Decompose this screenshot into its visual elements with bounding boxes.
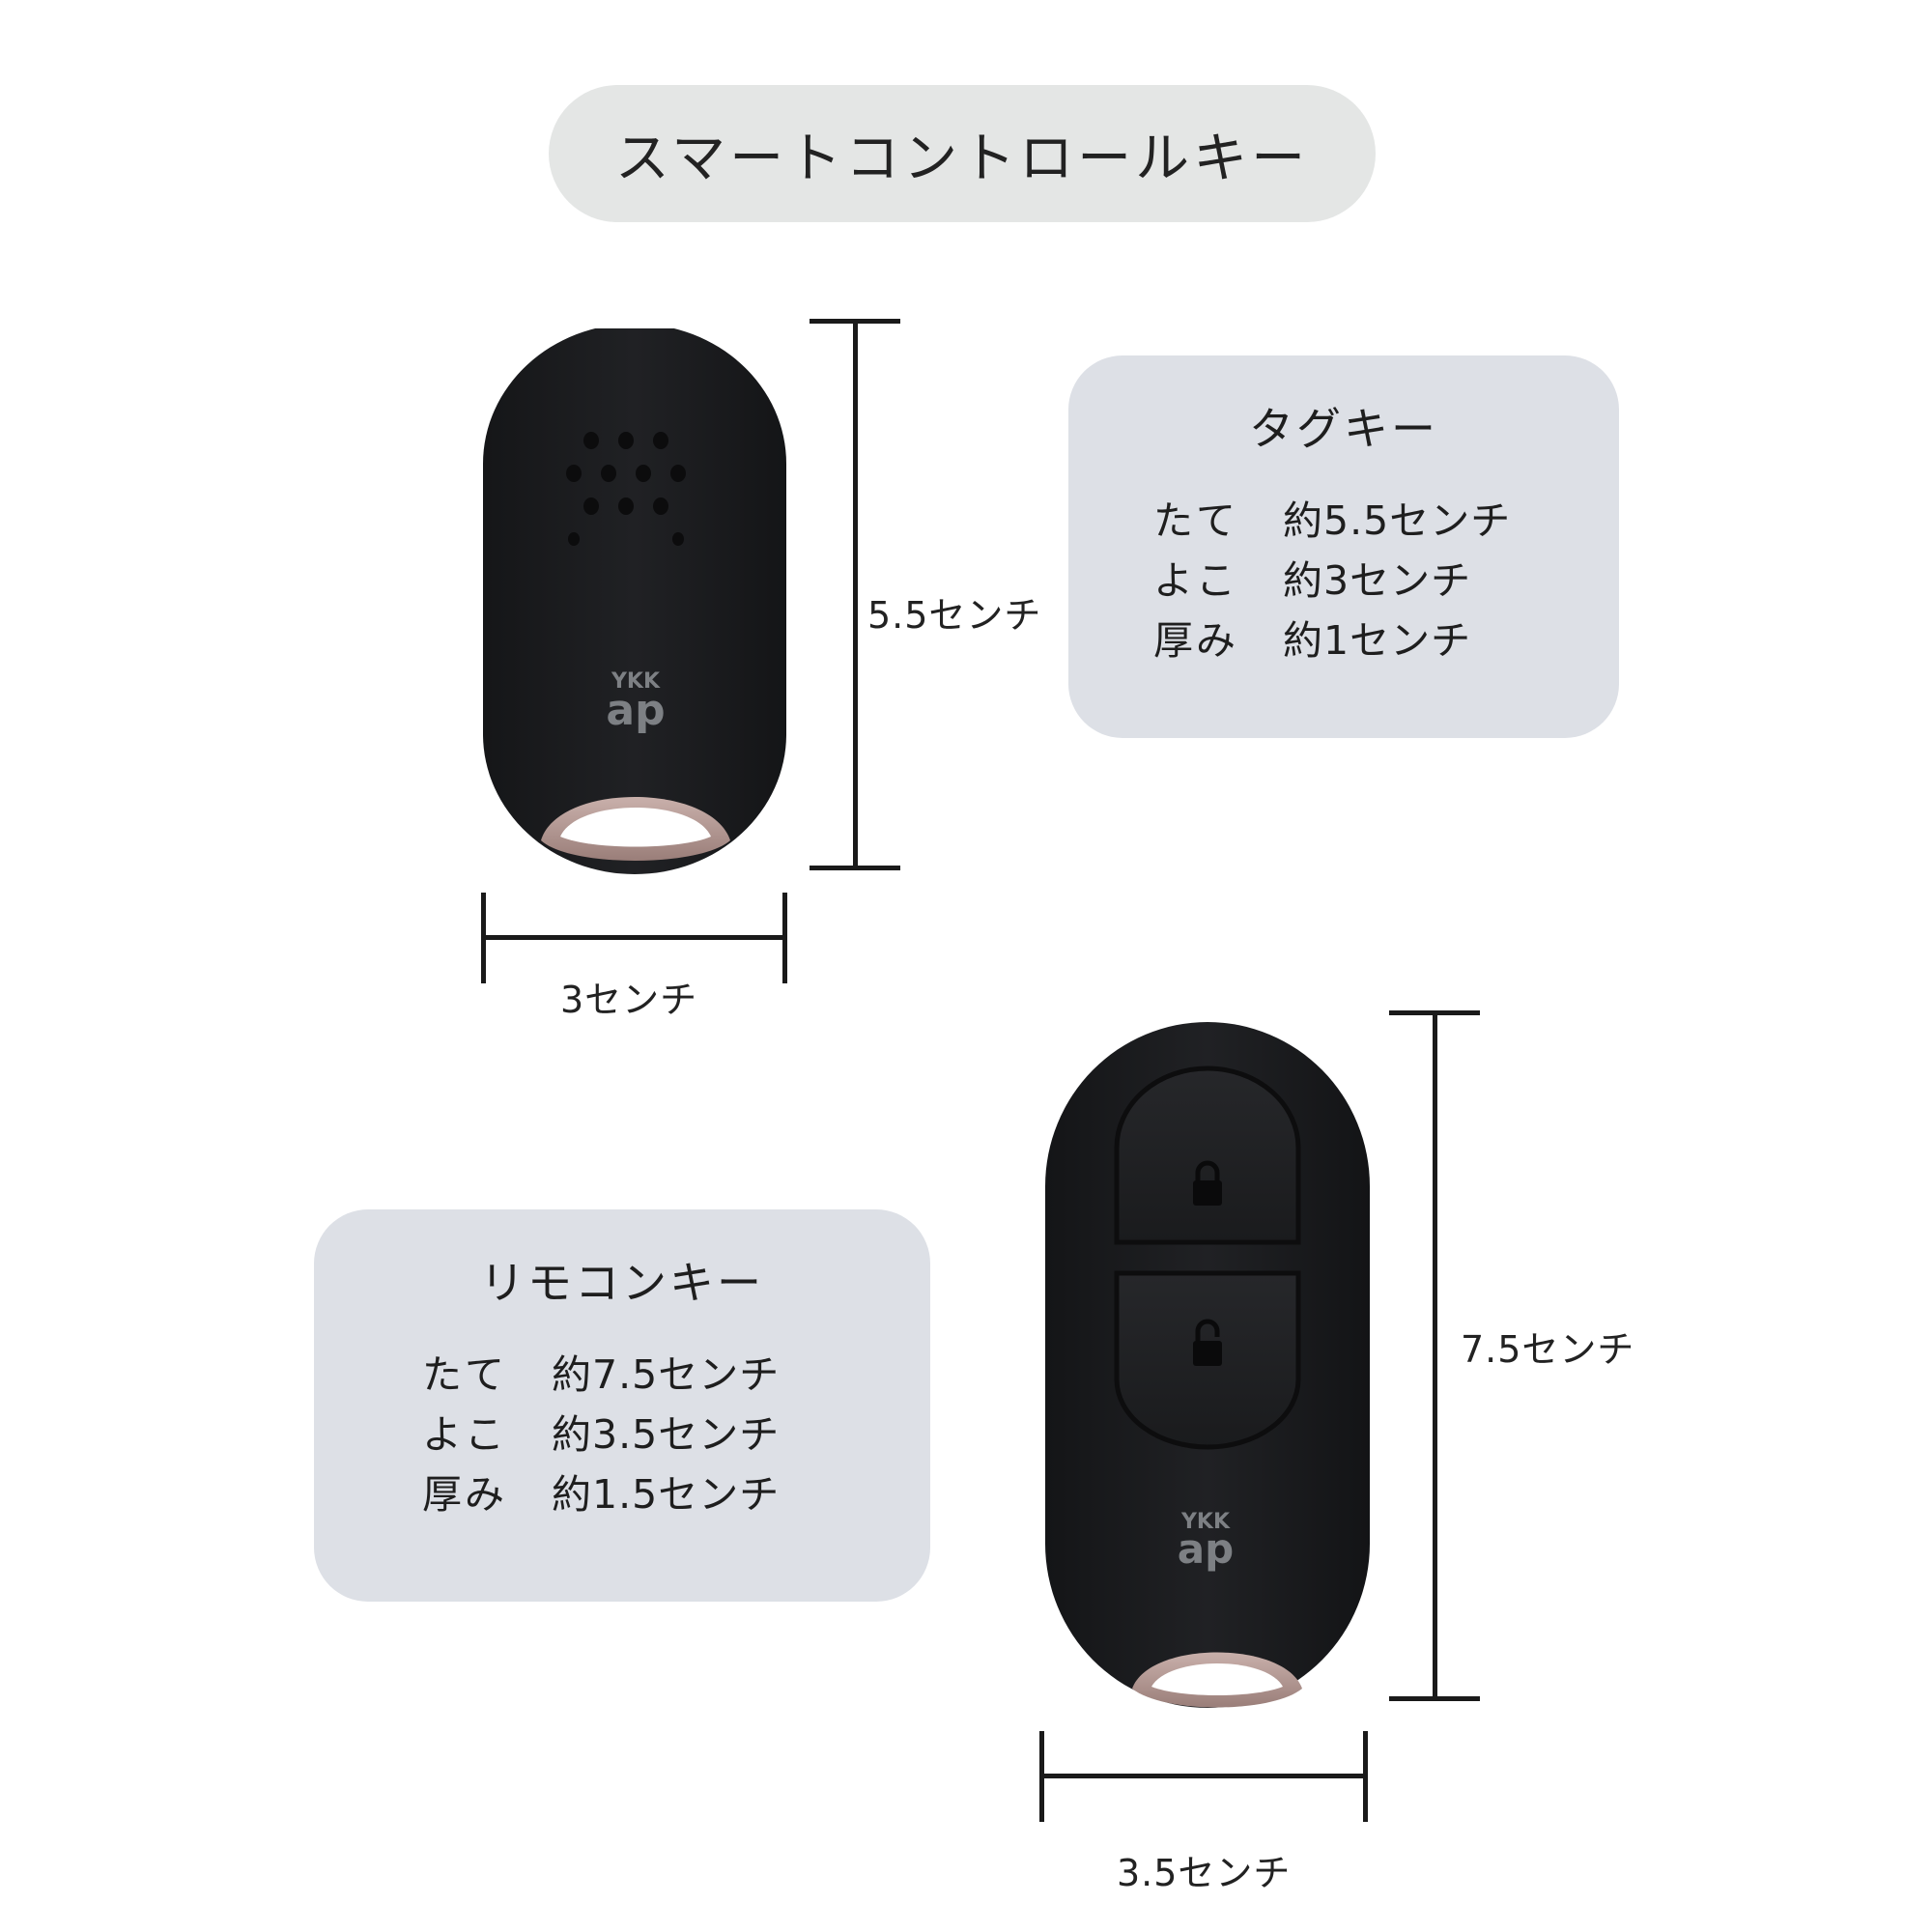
remote-logo-ykk: YKK xyxy=(1180,1510,1231,1534)
spec-row: 厚み 約1センチ xyxy=(1068,611,1619,670)
unlock-icon xyxy=(1193,1319,1222,1366)
remote-width-cap-right xyxy=(1363,1731,1368,1822)
tag-height-line xyxy=(853,319,858,869)
spec-label: 厚み xyxy=(422,1471,507,1518)
spec-row: たて 約7.5センチ xyxy=(314,1345,930,1405)
tag-key-card: タグキー たて 約5.5センチ よこ 約3センチ 厚み 約1センチ xyxy=(1068,355,1619,738)
remote-width-cap-left xyxy=(1039,1731,1044,1822)
spec-row: たて 約5.5センチ xyxy=(1068,491,1619,551)
spec-label: たて xyxy=(422,1351,507,1398)
speaker-holes xyxy=(566,432,686,546)
tag-width-cap-left xyxy=(481,893,486,983)
remote-width-line xyxy=(1039,1774,1368,1778)
remote-height-line xyxy=(1433,1010,1437,1700)
tag-key-image: YKK ap xyxy=(483,328,786,874)
tag-width-cap-right xyxy=(782,893,787,983)
spec-label: よこ xyxy=(422,1411,507,1458)
tag-key-title: タグキー xyxy=(1249,403,1438,455)
tag-width-label: 3センチ xyxy=(560,979,698,1021)
remote-logo-ap: ap xyxy=(1178,1525,1234,1573)
remote-key-image: YKK ap xyxy=(1045,1022,1370,1708)
page-title: スマートコントロールキー xyxy=(614,127,1310,190)
unlock-button xyxy=(1114,1270,1301,1450)
tag-height-cap-top xyxy=(810,319,900,324)
spec-row: 厚み 約1.5センチ xyxy=(314,1464,930,1524)
tag-logo-ykk: YKK xyxy=(611,669,661,694)
remote-key-title: リモコンキー xyxy=(480,1257,764,1309)
tag-logo-ap: ap xyxy=(606,686,665,735)
spec-value: 約1センチ xyxy=(1283,617,1472,664)
spec-row: よこ 約3.5センチ xyxy=(314,1405,930,1464)
remote-height-cap-top xyxy=(1389,1010,1480,1015)
spec-label: たて xyxy=(1153,497,1238,544)
tag-width-line xyxy=(481,935,786,940)
tag-height-label: 5.5センチ xyxy=(867,594,1042,637)
spec-value: 約1.5センチ xyxy=(552,1471,781,1518)
remote-height-cap-bottom xyxy=(1389,1696,1480,1701)
spec-value: 約3.5センチ xyxy=(552,1411,781,1458)
spec-value: 約3センチ xyxy=(1283,557,1472,604)
spec-label: 厚み xyxy=(1153,617,1238,664)
spec-value: 約7.5センチ xyxy=(552,1351,781,1398)
spec-row: よこ 約3センチ xyxy=(1068,551,1619,611)
page-title-pill: スマートコントロールキー xyxy=(549,85,1376,222)
lock-icon xyxy=(1193,1160,1222,1206)
remote-width-label: 3.5センチ xyxy=(1117,1852,1292,1894)
remote-key-card: リモコンキー たて 約7.5センチ よこ 約3.5センチ 厚み 約1.5センチ xyxy=(314,1209,930,1602)
remote-height-label: 7.5センチ xyxy=(1461,1328,1635,1371)
lock-button xyxy=(1114,1065,1301,1245)
tag-height-cap-bottom xyxy=(810,866,900,870)
spec-value: 約5.5センチ xyxy=(1283,497,1512,544)
spec-label: よこ xyxy=(1153,557,1238,604)
